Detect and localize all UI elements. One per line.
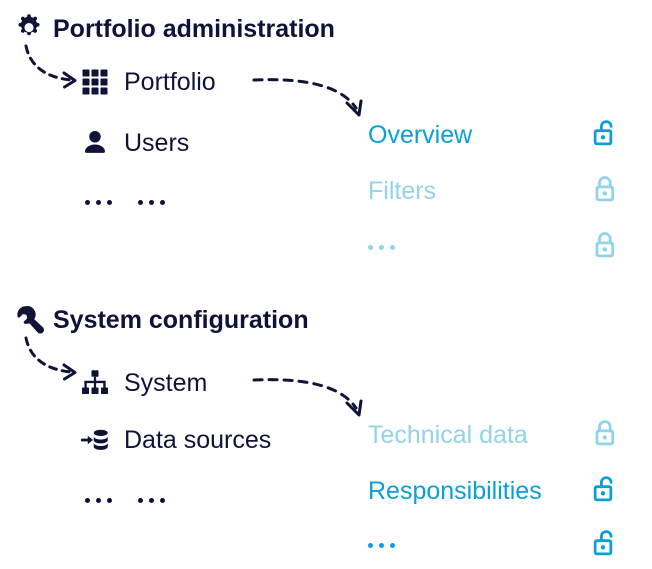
lock-icon[interactable] bbox=[592, 418, 620, 452]
menu-item-label: Portfolio bbox=[124, 67, 216, 96]
connector-arrow-portfolio-to-overview bbox=[252, 78, 363, 117]
tab-label-more bbox=[368, 542, 592, 548]
tab-label: Responsibilities bbox=[368, 476, 542, 505]
tab-overview[interactable]: Overview bbox=[368, 118, 620, 152]
menu-item-label: Users bbox=[124, 128, 190, 157]
tab-responsibilities[interactable]: Responsibilities bbox=[368, 474, 620, 508]
menu-item-data-sources[interactable]: Data sources bbox=[80, 425, 271, 455]
user-icon bbox=[80, 128, 110, 158]
tab-label-more bbox=[368, 244, 592, 250]
menu-more-ellipsis-secondary bbox=[138, 498, 165, 503]
menu-item-label: Data sources bbox=[124, 425, 272, 454]
database-import-icon bbox=[80, 425, 110, 455]
tab-label: Filters bbox=[368, 176, 437, 205]
menu-more-ellipsis-secondary bbox=[138, 200, 165, 205]
menu-item-label: System bbox=[124, 368, 208, 397]
menu-item-portfolio[interactable]: Portfolio bbox=[80, 67, 216, 97]
menu-item-system[interactable]: System bbox=[80, 368, 207, 398]
menu-more-ellipsis bbox=[85, 498, 112, 503]
section-title-system-configuration: System configuration bbox=[53, 306, 309, 334]
sitemap-icon bbox=[80, 368, 110, 398]
lock-icon[interactable] bbox=[592, 174, 620, 208]
menu-more-row-system[interactable] bbox=[85, 498, 165, 503]
connector-arrow-gear-to-portfolio bbox=[24, 44, 77, 89]
grid-icon bbox=[80, 67, 110, 97]
gear-icon bbox=[12, 12, 46, 46]
unlock-icon[interactable] bbox=[592, 528, 620, 562]
connector-arrow-system-to-technical-data bbox=[252, 378, 363, 417]
tab-label: Technical data bbox=[368, 420, 528, 449]
section-title-portfolio-administration: Portfolio administration bbox=[53, 15, 335, 43]
wrench-icon bbox=[12, 303, 46, 337]
menu-item-users[interactable]: Users bbox=[80, 128, 189, 158]
menu-more-ellipsis bbox=[85, 200, 112, 205]
tab-label: Overview bbox=[368, 120, 473, 149]
tab-technical-data[interactable]: Technical data bbox=[368, 418, 620, 452]
unlock-icon[interactable] bbox=[592, 474, 620, 508]
unlock-icon[interactable] bbox=[592, 118, 620, 152]
menu-more-row-portfolio[interactable] bbox=[85, 200, 165, 205]
lock-icon[interactable] bbox=[592, 230, 620, 264]
tab-filters[interactable]: Filters bbox=[368, 174, 620, 208]
tab-more-ellipsis bbox=[368, 244, 592, 250]
tab-more-ellipsis bbox=[368, 542, 592, 548]
connector-arrow-wrench-to-system bbox=[24, 336, 77, 381]
tab-more[interactable] bbox=[368, 230, 620, 264]
tab-more[interactable] bbox=[368, 528, 620, 562]
